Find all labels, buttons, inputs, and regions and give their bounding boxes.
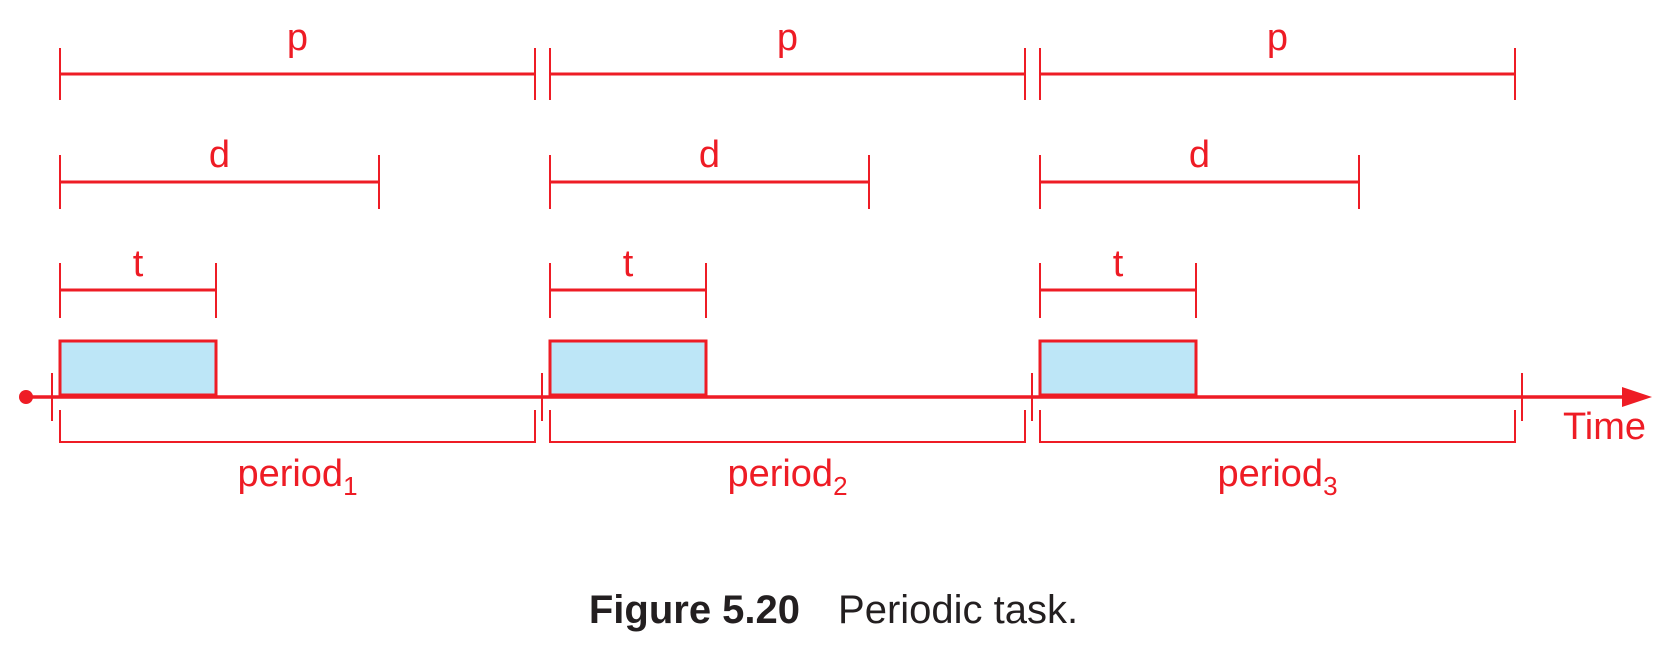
period-bracket-1 (59, 410, 536, 443)
t-label-1: t (133, 243, 144, 285)
time-axis-label: Time (1563, 406, 1646, 448)
period-bracket-2 (549, 410, 1026, 443)
p-label-2: p (777, 17, 798, 59)
time-axis-arrow (1622, 387, 1652, 407)
t-label-2: t (623, 243, 634, 285)
task-block-1 (58, 339, 218, 397)
task-block-3 (1038, 339, 1198, 397)
p-label-1: p (287, 17, 308, 59)
d-label-2: d (699, 134, 720, 176)
period-label-1: period1 (237, 453, 357, 501)
period-label-2: period2 (727, 453, 847, 501)
period-label-3: period3 (1217, 453, 1337, 501)
figure-number: Figure 5.20 (588, 588, 801, 632)
task-block-2 (548, 339, 708, 397)
period-bracket-3 (1039, 410, 1516, 443)
figure-title: Periodic task. (838, 588, 1079, 632)
d-label-3: d (1189, 134, 1210, 176)
figure-caption: Figure 5.20 Periodic task. (0, 588, 1667, 633)
p-label-3: p (1267, 17, 1288, 59)
t-label-3: t (1113, 243, 1124, 285)
d-label-1: d (209, 134, 230, 176)
